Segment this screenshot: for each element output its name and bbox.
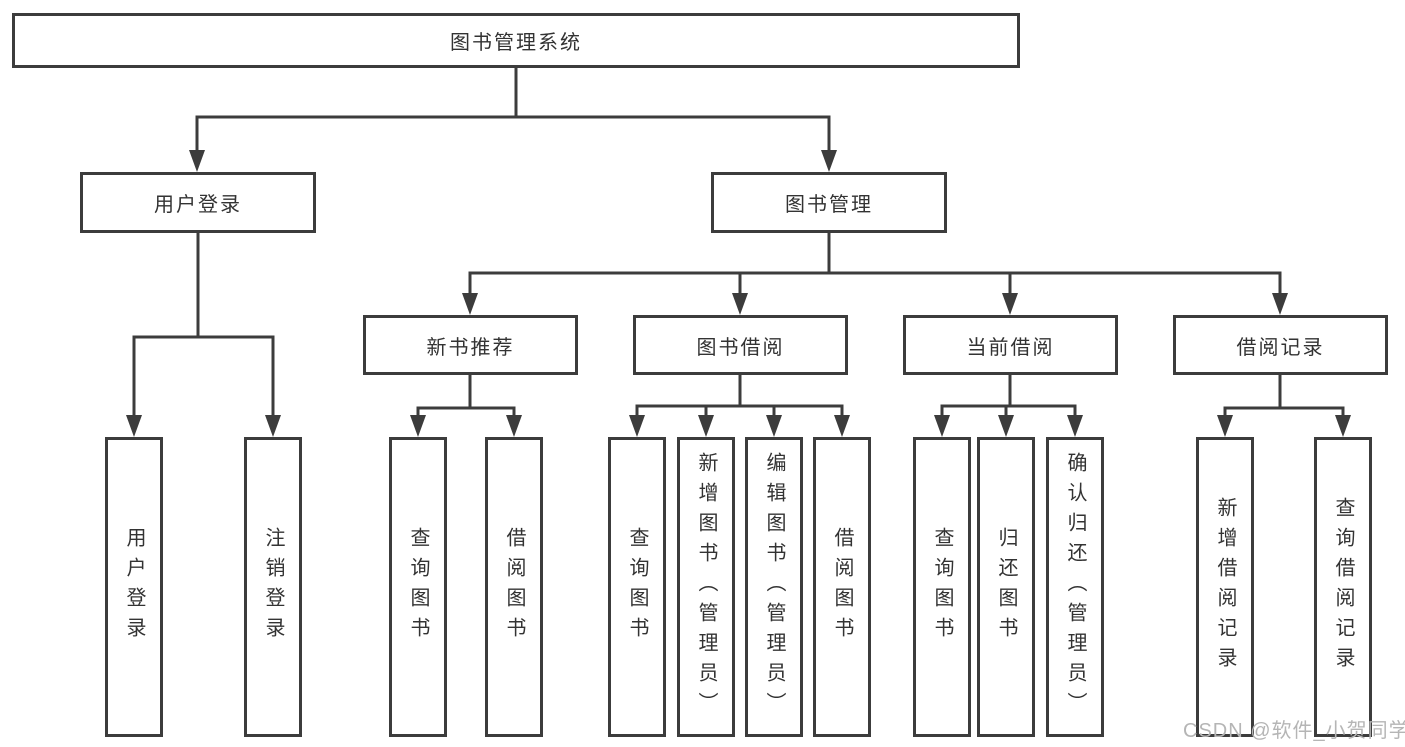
node-label: 借阅记录 xyxy=(1236,336,1325,359)
leaf-query-borrow-record: 查询借阅记录 xyxy=(1314,437,1372,737)
node-current-borrowing: 当前借阅 xyxy=(903,315,1118,375)
node-new-book-recommend: 新书推荐 xyxy=(363,315,578,375)
node-label: 借阅图书 xyxy=(503,527,525,647)
node-label: 查询借阅记录 xyxy=(1332,497,1354,677)
node-label: 查询图书 xyxy=(931,527,953,647)
node-label: 新书推荐 xyxy=(426,336,515,359)
leaf-borrow-books-recommend: 借阅图书 xyxy=(485,437,543,737)
node-label: 查询图书 xyxy=(626,527,648,647)
node-label: 图书管理 xyxy=(785,194,873,216)
leaf-add-books-admin: 新增图书（管理员） xyxy=(677,437,735,737)
node-label: 当前借阅 xyxy=(966,336,1055,359)
node-label: 归还图书 xyxy=(995,527,1017,647)
node-book-borrowing: 图书借阅 xyxy=(633,315,848,375)
watermark: CSDN @软件_小贺同学 xyxy=(1183,720,1405,742)
leaf-query-books-current: 查询图书 xyxy=(913,437,971,737)
node-label: 新增借阅记录 xyxy=(1214,497,1236,677)
leaf-user-login: 用户登录 xyxy=(105,437,163,737)
node-label: 用户登录 xyxy=(154,194,242,216)
node-borrowing-records: 借阅记录 xyxy=(1173,315,1388,375)
node-label: 图书借阅 xyxy=(696,336,785,359)
node-user-login: 用户登录 xyxy=(80,172,316,233)
node-label: 图书管理系统 xyxy=(450,32,582,54)
leaf-query-books-recommend: 查询图书 xyxy=(389,437,447,737)
node-label: 编辑图书（管理员） xyxy=(763,452,785,722)
leaf-query-books-borrow: 查询图书 xyxy=(608,437,666,737)
leaf-logout: 注销登录 xyxy=(244,437,302,737)
node-label: 新增图书（管理员） xyxy=(695,452,717,722)
node-label: 注销登录 xyxy=(262,527,284,647)
leaf-edit-books-admin: 编辑图书（管理员） xyxy=(745,437,803,737)
leaf-return-books: 归还图书 xyxy=(977,437,1035,737)
node-label: 用户登录 xyxy=(123,527,145,647)
node-label: 确认归还（管理员） xyxy=(1064,452,1086,722)
node-book-management: 图书管理 xyxy=(711,172,947,233)
leaf-confirm-return-admin: 确认归还（管理员） xyxy=(1046,437,1104,737)
node-label: 查询图书 xyxy=(407,527,429,647)
leaf-add-borrow-record: 新增借阅记录 xyxy=(1196,437,1254,737)
leaf-borrow-books: 借阅图书 xyxy=(813,437,871,737)
node-root-system: 图书管理系统 xyxy=(12,13,1020,68)
node-label: 借阅图书 xyxy=(831,527,853,647)
